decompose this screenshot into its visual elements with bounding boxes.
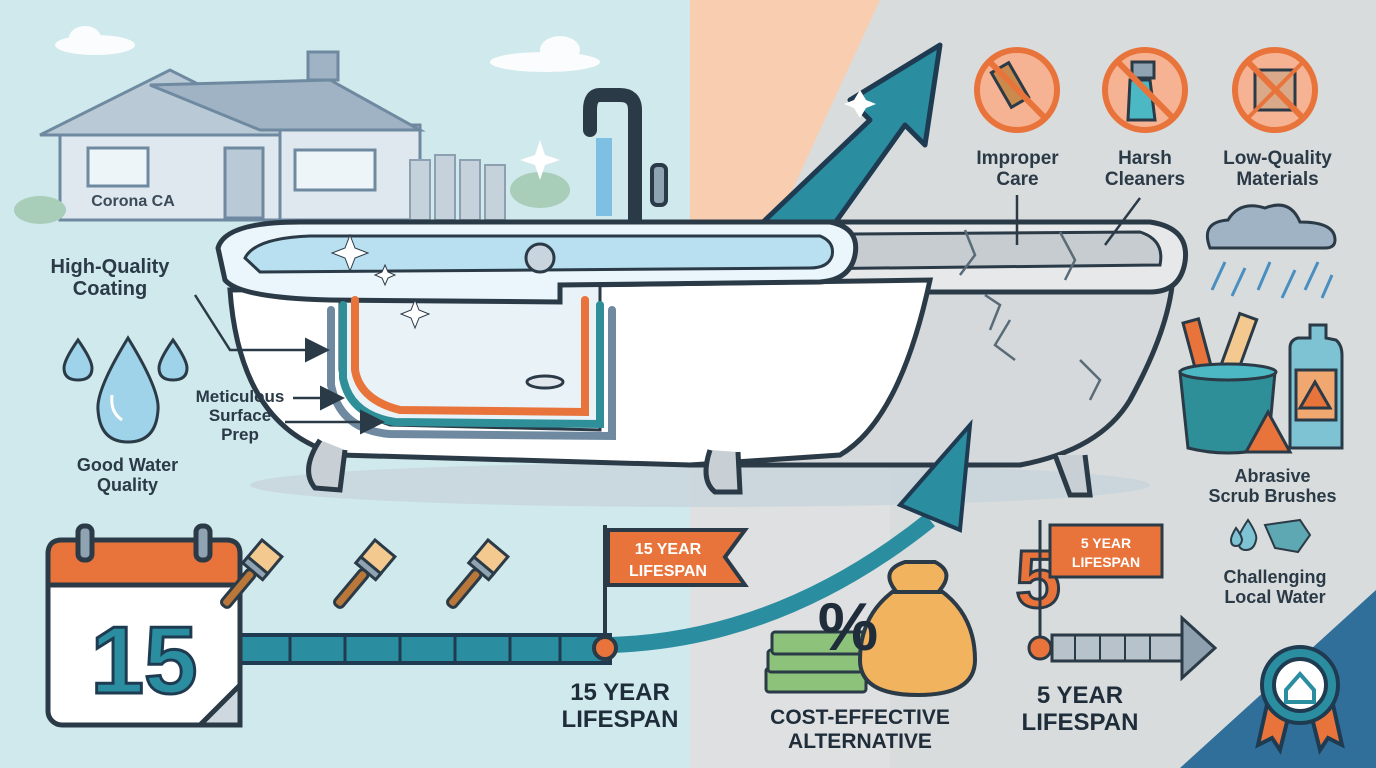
challenging-line1: Challenging <box>1223 567 1327 587</box>
cost-line2: ALTERNATIVE <box>788 729 932 753</box>
no-spray-icon <box>1102 47 1188 133</box>
surface-prep-label: Meticulous Surface Prep <box>180 387 300 444</box>
challenging-line2: Local Water <box>1224 587 1326 608</box>
five-bottom-line2: LIFESPAN <box>1021 708 1139 736</box>
bucket-brushes-icon <box>1178 311 1278 455</box>
timeline-bar <box>238 419 973 665</box>
abrasive-label: Abrasive Scrub Brushes <box>1180 466 1365 506</box>
prep-line3: Prep <box>221 425 259 445</box>
lifespan-5-label: 5 YEAR LIFESPAN <box>1010 682 1150 737</box>
cloud-decoration <box>55 26 600 72</box>
sparkle-icon <box>520 140 560 180</box>
harsh-cleaners-label: Harsh Cleaners <box>1080 148 1210 191</box>
calendar-icon <box>45 523 243 728</box>
water-line2: Quality <box>96 475 158 496</box>
water-quality-label: Good Water Quality <box>40 455 215 495</box>
lifespan-15-label: 15 YEAR LIFESPAN <box>545 679 695 734</box>
no-material-icon <box>1232 47 1318 133</box>
no-brush-icon <box>974 47 1060 133</box>
flag-icon <box>592 525 749 661</box>
abrasive-line1: Abrasive <box>1234 466 1311 486</box>
flag15-line2: LIFESPAN <box>629 563 707 580</box>
tub-shadow <box>250 463 1150 507</box>
pointer-lines <box>1015 195 1142 246</box>
five-number: 5 <box>1015 534 1061 625</box>
harsh-line1: Harsh <box>1118 148 1172 169</box>
short-timeline-bar <box>1050 614 1218 682</box>
cost-effective-label: COST-EFFECTIVE ALTERNATIVE <box>745 706 975 753</box>
house-icon <box>14 50 570 224</box>
up-arrow-icon <box>757 42 943 233</box>
glossy-bathtub <box>215 219 934 495</box>
cash-stack-icon <box>764 630 870 694</box>
bottom15-line2: LIFESPAN <box>561 705 679 733</box>
flag15-line1: 15 YEAR <box>635 541 702 558</box>
paintbrush-icon <box>220 537 511 609</box>
water-line1: Good Water <box>76 455 179 475</box>
low-quality-label: Low-Quality Materials <box>1200 148 1355 191</box>
bottom15-line1: 15 YEAR <box>570 679 670 706</box>
sparkle-icon <box>330 233 431 330</box>
improper-care-label: Improper Care <box>950 148 1085 191</box>
cost-line1: COST-EFFECTIVE <box>770 706 950 729</box>
lowq-line1: Low-Quality <box>1223 148 1332 169</box>
water-drop-icon <box>62 335 189 444</box>
five-flag-line2: LIFESPAN <box>1072 554 1140 570</box>
coating-line1: High-Quality <box>50 256 170 278</box>
improper-line1: Improper <box>976 148 1059 169</box>
prep-line2: Surface <box>208 406 272 426</box>
cost-symbol: % <box>818 589 878 665</box>
rain-cloud-icon <box>1205 203 1337 299</box>
challenging-water-label: Challenging Local Water <box>1190 567 1360 607</box>
badge-icon <box>1255 645 1345 755</box>
coating-line2: Coating <box>72 278 148 301</box>
warning-icon <box>1243 378 1333 454</box>
location-label: Corona CA <box>91 193 175 210</box>
harsh-line2: Cleaners <box>1104 169 1186 191</box>
five-bottom-line1: 5 YEAR <box>1036 682 1124 709</box>
lowq-line2: Materials <box>1236 169 1319 191</box>
prep-line1: Meticulous <box>195 387 285 406</box>
water-splash-icon <box>1229 518 1312 554</box>
five-flag-line1: 5 YEAR <box>1081 535 1131 551</box>
abrasive-line2: Scrub Brushes <box>1208 486 1337 507</box>
pointer-arrows <box>193 294 385 435</box>
calendar-number: 15 <box>91 607 198 714</box>
faucet-icon <box>583 88 668 227</box>
improper-line2: Care <box>996 169 1039 191</box>
coating-label: High-Quality Coating <box>20 256 200 301</box>
money-bag-icon <box>857 560 978 698</box>
